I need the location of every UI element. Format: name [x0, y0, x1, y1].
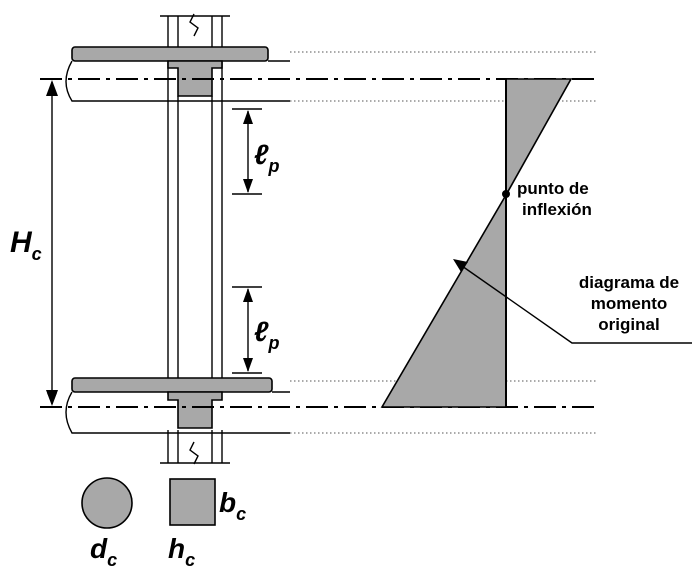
column-height-label: Hc: [10, 226, 42, 264]
top-slab: [65, 46, 290, 102]
moment-diagram-label-line1: diagrama de: [579, 273, 679, 292]
bottom-slab: [65, 377, 290, 434]
inflection-point-label-line2: inflexión: [522, 200, 592, 219]
rect-height-label: hc: [168, 533, 195, 570]
rectangular-section: [169, 478, 216, 526]
rect-width-label: bc: [219, 487, 246, 524]
column-height-dimension: [46, 80, 58, 406]
inflection-point-label-line1: punto de: [517, 179, 589, 198]
inflection-point-marker: [502, 190, 510, 198]
moment-diagram-label-line3: original: [598, 315, 659, 334]
circular-section: [81, 477, 133, 529]
plastic-length-bottom-dimension: [232, 286, 262, 374]
moment-diagram-label-line2: momento: [591, 294, 668, 313]
plastic-length-top-dimension: [232, 108, 262, 195]
circle-diameter-label: dc: [90, 533, 117, 570]
plastic-length-bottom-label: ℓp: [254, 316, 279, 353]
moment-diagram-shape: [380, 78, 573, 408]
moment-diagram-leader: [453, 259, 692, 344]
plastic-length-top-label: ℓp: [254, 139, 279, 176]
column: [160, 13, 230, 465]
